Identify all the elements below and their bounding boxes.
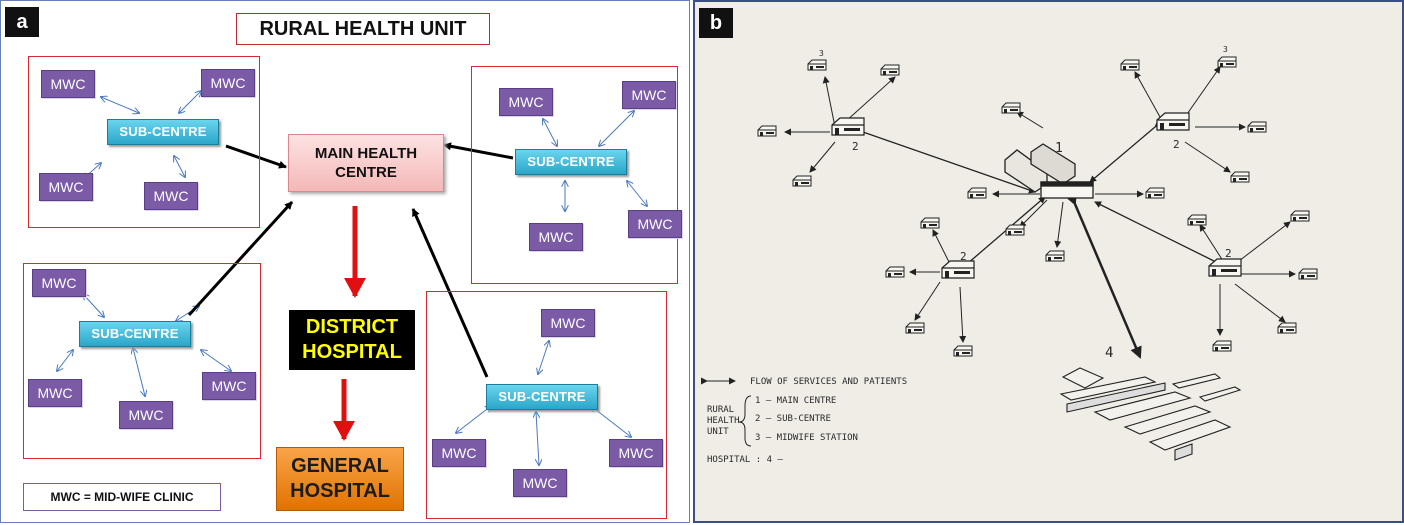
mwc-node: MWC: [609, 439, 663, 467]
legend-unit-2: HEALTH: [707, 416, 740, 426]
sub-centre-number: 2: [960, 250, 967, 263]
sub-centre-node: SUB-CENTRE: [79, 321, 191, 347]
panel-a: a RURAL HEALTH UNIT: [0, 0, 690, 523]
midwife-number: 3: [1223, 45, 1228, 54]
midwife-stations: [757, 56, 1318, 357]
main-hospital-link: [1065, 192, 1142, 359]
mwc-node: MWC: [39, 173, 93, 201]
mwc-node: MWC: [513, 469, 567, 497]
cluster-bottom-left: [23, 263, 261, 459]
mwc-node: MWC: [201, 69, 255, 97]
legend-hospital: HOSPITAL : 4 —: [707, 455, 783, 465]
mwc-node: MWC: [41, 70, 95, 98]
mwc-node: MWC: [529, 223, 583, 251]
historical-diagram: 1 2 2 2 2 4 3 3 FLOW OF SERVICES AND PAT…: [701, 45, 1318, 465]
sub-centre-number: 2: [852, 140, 859, 153]
hospital-building: [1059, 367, 1242, 461]
sub-centre-node: SUB-CENTRE: [486, 384, 598, 410]
sub-centres: [831, 112, 1242, 279]
cluster-bottom-right: [426, 291, 667, 519]
cluster-top-right: [471, 66, 678, 284]
mwc-node: MWC: [622, 81, 676, 109]
panel-a-label: a: [5, 7, 39, 37]
historical-legend: FLOW OF SERVICES AND PATIENTS RURAL HEAL…: [701, 377, 907, 465]
legend-item-1: 1 — MAIN CENTRE: [755, 396, 836, 406]
hospital-number: 4: [1105, 345, 1113, 361]
mwc-node: MWC: [202, 372, 256, 400]
mwc-node: MWC: [432, 439, 486, 467]
main-health-centre: MAIN HEALTH CENTRE: [288, 134, 444, 192]
sub-centre-number: 2: [1173, 138, 1180, 151]
legend-flow: FLOW OF SERVICES AND PATIENTS: [750, 377, 907, 387]
sub-centre-node: SUB-CENTRE: [107, 119, 219, 145]
node-numbers: 1 2 2 2 2 4 3 3: [819, 45, 1232, 361]
diagram-title: RURAL HEALTH UNIT: [236, 13, 490, 45]
cluster-top-left: [28, 56, 260, 228]
legend-unit-3: UNIT: [707, 427, 729, 437]
subcentre-midwife-links: [784, 66, 1296, 343]
main-centre: [1004, 143, 1094, 199]
mwc-node: MWC: [628, 210, 682, 238]
general-hospital: GENERAL HOSPITAL: [276, 447, 404, 511]
mwc-node: MWC: [144, 182, 198, 210]
legend-item-3: 3 — MIDWIFE STATION: [755, 433, 858, 443]
two-way-links: [57, 91, 647, 465]
sub-centre-node: SUB-CENTRE: [515, 149, 627, 175]
mwc-node: MWC: [28, 379, 82, 407]
midwife-number: 3: [819, 49, 824, 58]
panel-b-label: b: [699, 8, 733, 38]
main-centre-number: 1: [1055, 141, 1063, 156]
mwc-legend: MWC = MID-WIFE CLINIC: [23, 483, 221, 511]
legend-unit-1: RURAL: [707, 405, 734, 415]
referral-arrows: [333, 206, 366, 441]
mwc-node: MWC: [119, 401, 173, 429]
mwc-node: MWC: [32, 269, 86, 297]
legend-item-2: 2 — SUB-CENTRE: [755, 414, 831, 424]
panel-b: b: [693, 0, 1404, 523]
panel-a-arrows: [1, 1, 691, 524]
district-hospital: DISTRICT HOSPITAL: [289, 310, 415, 370]
flow-to-main-arrows: [187, 142, 514, 378]
sub-centre-number: 2: [1225, 247, 1232, 260]
mwc-node: MWC: [541, 309, 595, 337]
mwc-node: MWC: [499, 88, 553, 116]
